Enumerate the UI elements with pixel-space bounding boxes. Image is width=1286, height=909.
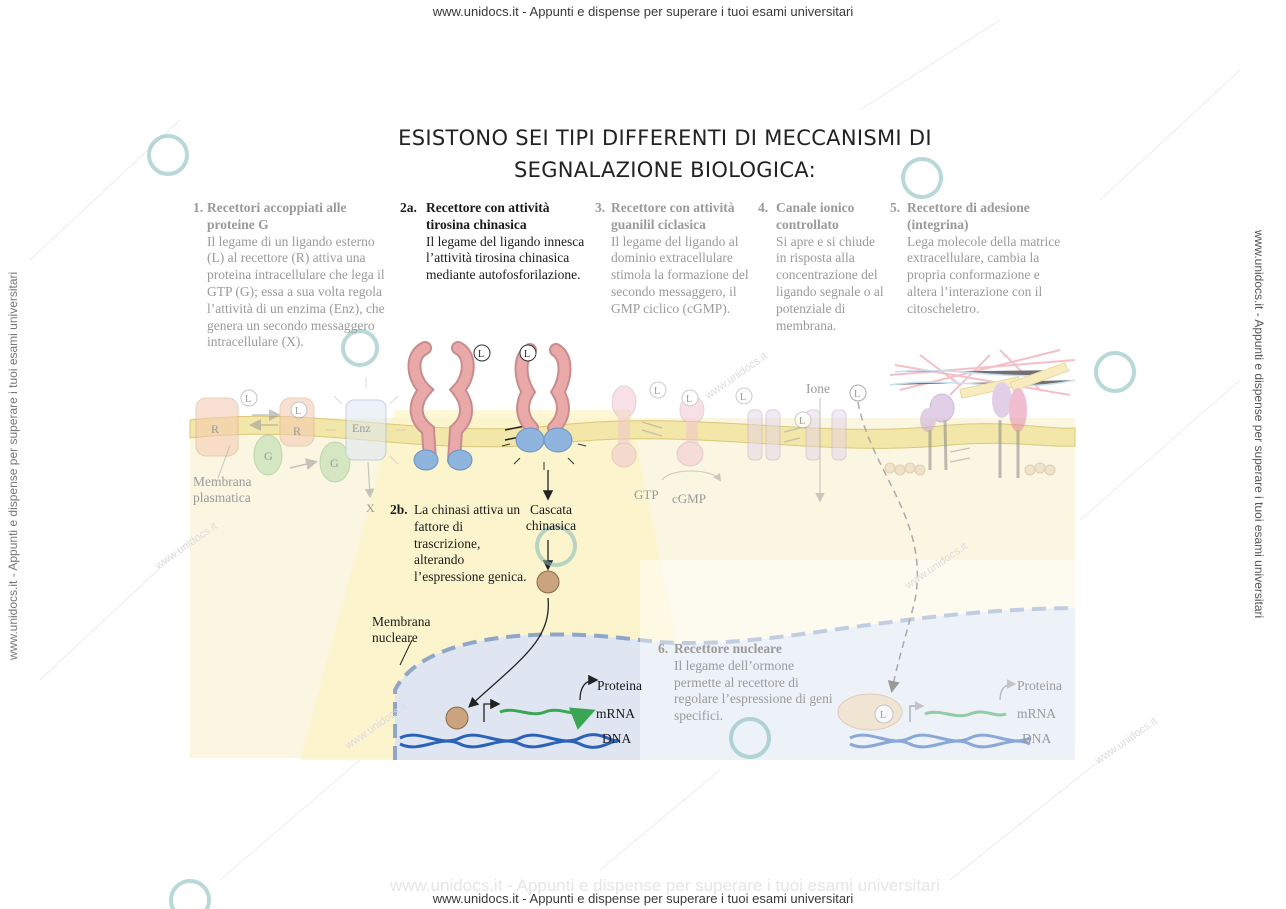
mechanism-2a-text: 2a. Recettore con attività tirosina chin… (400, 200, 590, 284)
nuclear-envelope (393, 606, 1076, 760)
ion-channel-diagram (735, 387, 847, 503)
label-X: X (366, 501, 375, 515)
integrin-diagram (884, 349, 1076, 478)
ligand-2a: L (478, 349, 484, 360)
label-cgmp: cGMP (672, 491, 706, 506)
ligand-circle-6 (849, 384, 867, 402)
mechanism-2a-heading: Recettore con attività tirosina chinasic… (426, 200, 550, 232)
label-mrna-6: mRNA (1017, 706, 1057, 721)
mechanism-5-heading: Recettore di adesione (integrina) (907, 200, 1030, 232)
mechanism-4-heading: Canale ionico controllato (776, 200, 855, 232)
mechanism-5-number: 5. (890, 200, 901, 215)
ligand-3b: L (686, 394, 692, 405)
mechanism-6-body: Il legame dell’ormone permette al recett… (674, 657, 833, 724)
gene-expression-6 (837, 679, 1031, 749)
mechanism-4-body: Si apre e si chiude in risposta alla con… (776, 233, 884, 333)
watermark-logos (147, 134, 1136, 909)
label-G2: G (330, 456, 339, 470)
label-mrna: mRNA (596, 706, 636, 721)
guanylyl-cyclase-diagram (611, 381, 722, 482)
mechanism-1-text: 1. Recettori accoppiati alle proteine G … (193, 200, 393, 351)
label-dna-6: DNA (1022, 731, 1052, 746)
label-protein: Proteina (597, 678, 642, 693)
ligand-3a: L (654, 386, 660, 397)
mechanism-4-number: 4. (758, 200, 769, 215)
gpcr-diagram (195, 378, 406, 499)
mechanism-1-heading: Recettori accoppiati alle proteine G (207, 200, 347, 232)
rtk-diagram (399, 341, 587, 708)
gene-expression-2b (399, 674, 619, 749)
hormone-path (857, 401, 919, 693)
watermark-top: www.unidocs.it - Appunti e dispense per … (432, 4, 854, 19)
mechanism-1-body: Il legame di un ligando esterno (L) al r… (207, 233, 385, 350)
mechanism-3-number: 3. (595, 200, 606, 215)
mechanism-2b-number: 2b. (390, 502, 408, 517)
label-enz: Enz (352, 421, 371, 435)
mechanism-5-body: Lega molecole della matrice extracellula… (907, 233, 1061, 316)
watermark-ghost-bottom: www.unidocs.it - Appunti e dispense per … (390, 876, 940, 895)
mechanism-3-body: Il legame del ligando al dominio extrace… (611, 233, 749, 316)
label-ion: Ione (806, 381, 830, 396)
ligand-6-bound: L (880, 710, 886, 721)
mechanism-4-text: 4. Canale ionico controllato Si apre e s… (758, 200, 886, 334)
title-line-2: SEGNALAZIONE BIOLOGICA: (514, 158, 816, 182)
label-plasma-membrane: Membrana plasmatica (193, 474, 252, 505)
watermark-diagonals (29, 19, 1241, 881)
mechanism-1-number: 1. (193, 200, 204, 215)
label-dna: DNA (602, 731, 632, 746)
mechanism-2b-text: 2b. La chinasi attiva un fattore di tras… (390, 502, 530, 586)
label-R2: R (293, 424, 301, 438)
ligand-4a: L (740, 392, 746, 403)
mechanism-2b-body: La chinasi attiva un fattore di trascriz… (414, 502, 527, 585)
ligand-4b: L (799, 416, 805, 427)
title-line-1: ESISTONO SEI TIPI DIFFERENTI DI MECCANIS… (398, 126, 932, 150)
ligand-2a-bound: L (524, 349, 530, 360)
label-gtp: GTP (634, 487, 659, 502)
page-title: ESISTONO SEI TIPI DIFFERENTI DI MECCANIS… (330, 122, 1000, 186)
nucleus (395, 608, 1075, 760)
label-protein-6: Proteina (1017, 678, 1062, 693)
label-nuclear-membrane: Membrana nucleare (372, 614, 431, 645)
ligand-1b: L (295, 406, 301, 417)
label-G1: G (264, 449, 273, 463)
label-kinase-cascade: Cascata chinasica (525, 502, 577, 533)
mechanism-6-text: 6. Recettore nucleare Il legame dell’orm… (658, 641, 833, 725)
ligand-6: L (854, 389, 860, 400)
mechanism-5-text: 5. Recettore di adesione (integrina) Leg… (890, 200, 1068, 318)
mechanism-2a-body: Il legame del ligando innesca l’attività… (426, 233, 585, 283)
mechanism-6-number: 6. (658, 641, 669, 656)
mechanism-6-heading: Recettore nucleare (674, 641, 782, 656)
label-R1: R (211, 422, 219, 436)
mechanism-3-text: 3. Recettore con attività guanilil cicla… (595, 200, 755, 318)
watermark-bottom: www.unidocs.it - Appunti e dispense per … (432, 891, 854, 906)
mechanism-3-heading: Recettore con attività guanilil ciclasic… (611, 200, 735, 232)
mechanism-2a-number: 2a. (400, 200, 417, 215)
ligand-1a: L (245, 394, 251, 405)
